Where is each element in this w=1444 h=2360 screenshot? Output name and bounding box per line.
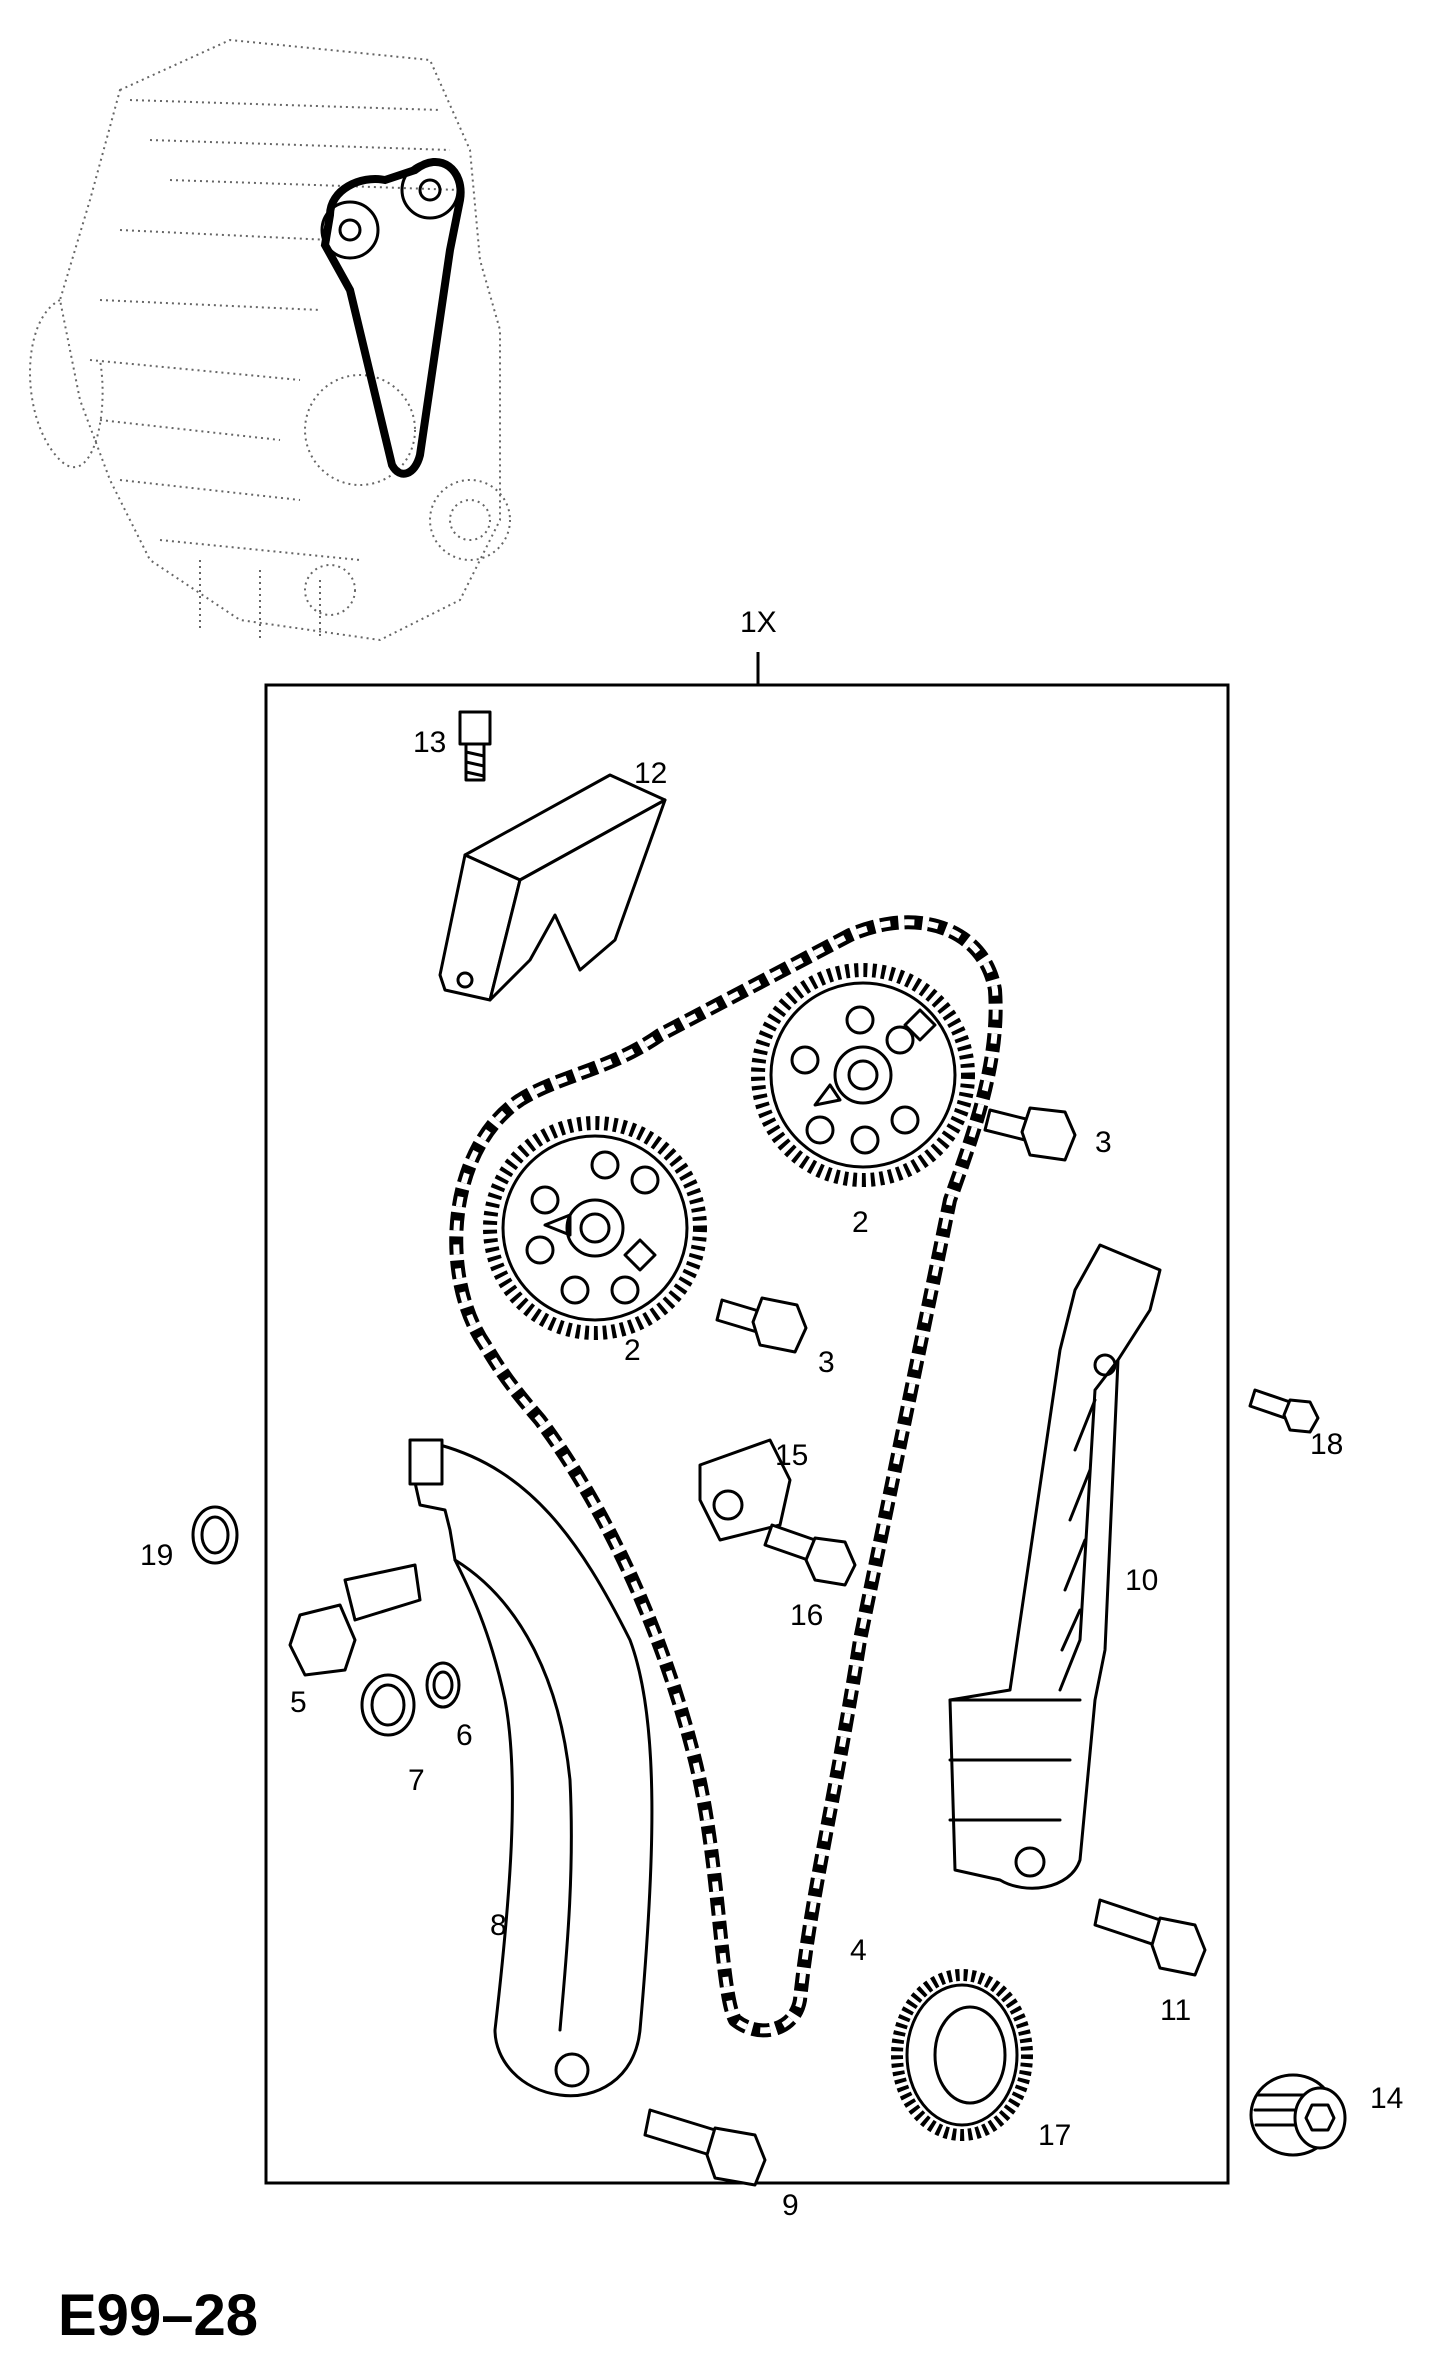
bolt-icon [643, 2108, 767, 2187]
callout-4: 4 [850, 1934, 867, 1967]
callout-9: 9 [782, 2189, 799, 2222]
callout-8: 8 [490, 1909, 507, 1942]
callout-2b: 2 [624, 1334, 641, 1367]
bolt-icon [983, 1106, 1077, 1162]
callout-14: 14 [1370, 2082, 1403, 2115]
bolt-icon [458, 710, 492, 782]
bolt-icon [1093, 1898, 1207, 1977]
bolt-icon [763, 1523, 857, 1587]
callout-13: 13 [413, 726, 446, 759]
chain-guide-icon [408, 1438, 654, 2098]
callout-5: 5 [290, 1686, 307, 1719]
washer-icon [191, 1505, 239, 1565]
camshaft-sprocket-icon [483, 1116, 707, 1340]
bracket-icon [698, 1438, 792, 1542]
washer-icon [360, 1673, 416, 1737]
crankshaft-sprocket-icon [891, 1969, 1033, 2141]
figure-id: E99–28 [58, 2283, 258, 2348]
callout-18: 18 [1310, 1428, 1343, 1461]
callout-10: 10 [1125, 1564, 1158, 1597]
camshaft-sprocket-icon [751, 963, 975, 1187]
plug-icon [1249, 2073, 1347, 2157]
callout-15: 15 [775, 1439, 808, 1472]
callout-11: 11 [1160, 1994, 1191, 2027]
timing-chain-icon [449, 915, 1003, 2038]
bolt-icon [288, 1563, 422, 1677]
callout-2a: 2 [852, 1206, 869, 1239]
callout-17: 17 [1038, 2119, 1071, 2152]
bracket-icon [438, 773, 667, 1002]
bolt-icon [715, 1296, 808, 1354]
assembly-label: 1X [740, 606, 777, 639]
callout-12: 12 [634, 757, 667, 790]
callout-3a: 3 [1095, 1126, 1112, 1159]
callout-6: 6 [456, 1719, 473, 1752]
engine-overview-icon [29, 38, 511, 642]
bolt-icon [1248, 1388, 1320, 1434]
callout-7: 7 [408, 1764, 425, 1797]
callout-19: 19 [140, 1539, 173, 1572]
washer-icon [425, 1661, 461, 1709]
callout-16: 16 [790, 1599, 823, 1632]
callout-3b: 3 [818, 1346, 835, 1379]
chain-guide-icon [948, 1243, 1162, 1890]
